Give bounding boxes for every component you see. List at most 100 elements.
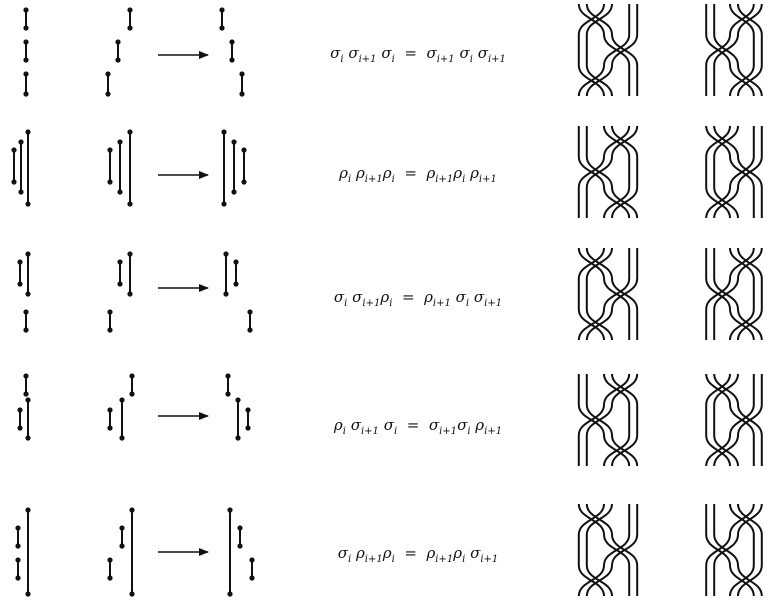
- chord-diagram-layer: [11, 7, 255, 597]
- chord-endpoint: [241, 147, 247, 153]
- chord-endpoint: [233, 281, 239, 287]
- chord-endpoint: [127, 291, 133, 297]
- braid-strand: [729, 247, 755, 341]
- chord-endpoint: [23, 25, 29, 31]
- chord-endpoint: [15, 575, 21, 581]
- eq1-right: σi+1 σi σi+1: [426, 44, 506, 65]
- chord-endpoint: [127, 129, 133, 135]
- eq2-right: ρi+1ρi ρi+1: [426, 164, 497, 185]
- chord-endpoint: [221, 201, 227, 207]
- braid-strand: [729, 3, 755, 97]
- chord: [241, 147, 247, 185]
- chord-endpoint: [25, 435, 31, 441]
- chord-endpoint: [119, 525, 125, 531]
- chord-endpoint: [25, 129, 31, 135]
- braid-strand: [577, 373, 631, 466]
- chord-endpoint: [221, 129, 227, 135]
- chord-endpoint: [18, 139, 24, 145]
- braid-strand: [705, 374, 755, 467]
- chord-endpoint: [127, 251, 133, 257]
- chord: [25, 129, 31, 207]
- eq5-left: σi ρi+1ρi: [337, 544, 395, 565]
- chord: [127, 129, 133, 207]
- chord-endpoint: [127, 25, 133, 31]
- chord-endpoint: [235, 397, 241, 403]
- chord: [23, 7, 29, 31]
- chord: [237, 525, 243, 549]
- braid-strand: [585, 373, 639, 466]
- chord-endpoint: [25, 201, 31, 207]
- braid-strand: [577, 125, 631, 218]
- braid-left-side: [577, 3, 639, 97]
- chord-endpoint: [17, 281, 23, 287]
- chord: [223, 251, 229, 297]
- chord: [235, 397, 241, 441]
- chord: [117, 139, 123, 195]
- braid-strand: [577, 3, 631, 97]
- chord-endpoint: [11, 179, 17, 185]
- chord: [11, 147, 17, 185]
- chord-endpoint: [23, 7, 29, 13]
- chord-endpoint: [17, 407, 23, 413]
- chord-endpoint: [119, 543, 125, 549]
- braid-left-side: [577, 503, 639, 597]
- chord: [225, 373, 231, 397]
- equals-sign: =: [404, 164, 417, 182]
- chord-endpoint: [117, 281, 123, 287]
- chord-endpoint: [117, 189, 123, 195]
- braid-right-side: [705, 373, 763, 467]
- chord-endpoint: [107, 575, 113, 581]
- eq5-right: ρi+1ρi σi+1: [426, 544, 499, 565]
- braid-strand: [585, 125, 639, 218]
- braid-left-side: [577, 373, 639, 467]
- chord-endpoint: [231, 189, 237, 195]
- chord-endpoint: [247, 309, 253, 315]
- chord-endpoint: [117, 139, 123, 145]
- equals-sign: =: [401, 288, 415, 306]
- chord-endpoint: [245, 407, 251, 413]
- braid-right-side: [705, 247, 763, 341]
- braid-strand: [737, 247, 763, 341]
- chord-endpoint: [23, 57, 29, 63]
- chord-endpoint: [23, 309, 29, 315]
- chord-endpoint: [119, 435, 125, 441]
- chord: [15, 557, 21, 581]
- relation-equation-1: σi σi+1 σi = σi+1 σi σi+1: [292, 38, 544, 68]
- chord-endpoint: [129, 373, 135, 379]
- chord: [17, 259, 23, 287]
- chord-endpoint: [237, 525, 243, 531]
- chord-endpoint: [127, 201, 133, 207]
- braid-strand: [705, 126, 755, 219]
- chord-endpoint: [241, 179, 247, 185]
- relation-equation-2: ρi ρi+1ρi = ρi+1ρi ρi+1: [292, 158, 544, 188]
- chord-endpoint: [237, 543, 243, 549]
- chord: [15, 525, 21, 549]
- chord-endpoint: [107, 309, 113, 315]
- chord-endpoint: [219, 7, 225, 13]
- chord-endpoint: [129, 391, 135, 397]
- chord-endpoint: [23, 71, 29, 77]
- braid-strand: [713, 247, 763, 340]
- chord: [231, 139, 237, 195]
- chord-endpoint: [117, 259, 123, 265]
- braid-strand: [713, 503, 763, 596]
- braid-right-side: [705, 3, 763, 97]
- chord-endpoint: [129, 507, 135, 513]
- relation-equation-5: σi ρi+1ρi = ρi+1ρi σi+1: [292, 538, 544, 568]
- chord-endpoint: [18, 189, 24, 195]
- equals-sign: =: [406, 416, 420, 434]
- chord-endpoint: [223, 251, 229, 257]
- chord-endpoint: [249, 557, 255, 563]
- braid-strand: [713, 374, 763, 467]
- chord: [117, 259, 123, 287]
- chord-endpoint: [15, 525, 21, 531]
- chord-endpoint: [115, 39, 121, 45]
- chord: [221, 129, 227, 207]
- chord-endpoint: [105, 91, 111, 97]
- chord-endpoint: [15, 557, 21, 563]
- equals-sign: =: [404, 544, 417, 562]
- chord-endpoint: [225, 373, 231, 379]
- chord-endpoint: [105, 71, 111, 77]
- chord: [115, 39, 121, 63]
